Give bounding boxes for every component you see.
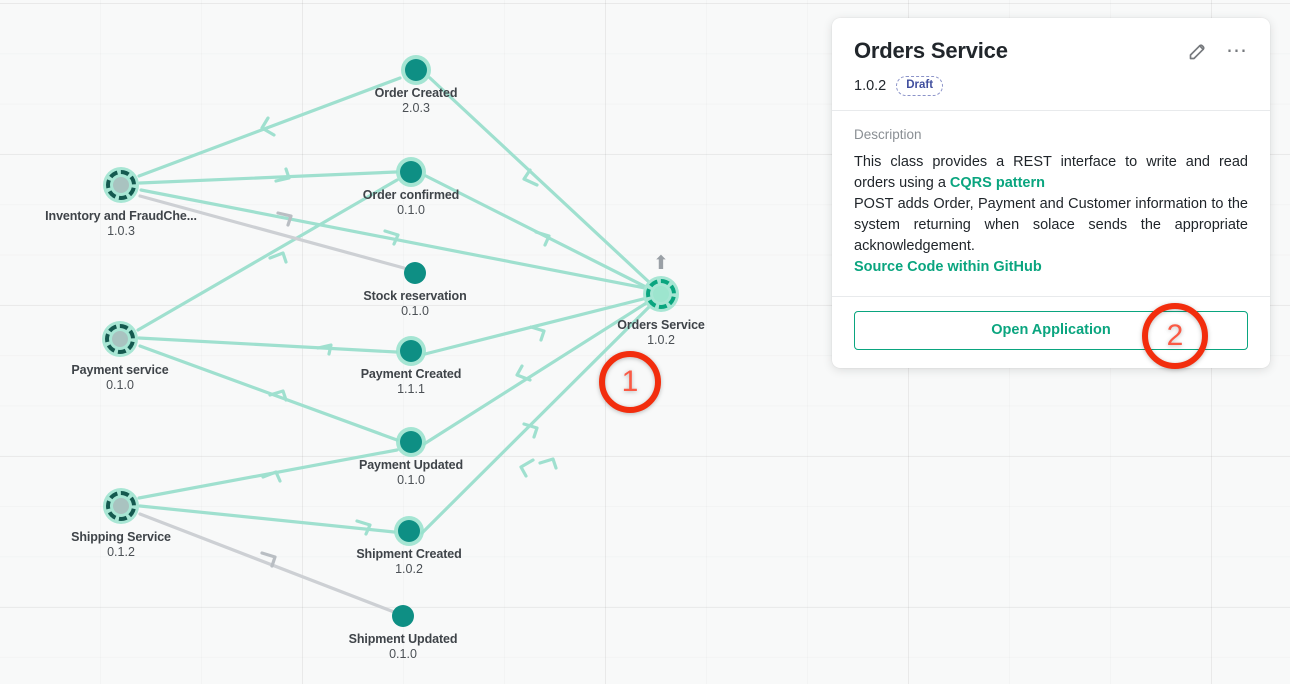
ellipsis-glyph: ⋯ xyxy=(1226,39,1248,62)
event-node-icon xyxy=(405,59,427,81)
status-badge: Draft xyxy=(896,76,944,96)
node-label: Payment Updated xyxy=(358,458,464,472)
node-label: Orders Service xyxy=(617,318,705,332)
dashed-ring-icon xyxy=(106,491,136,521)
graph-node-payment-created[interactable]: Payment Created 1.1.1 xyxy=(361,340,461,396)
panel-version-row: 1.0.2 Draft xyxy=(854,76,1248,96)
graph-node-order-confirmed[interactable]: Order confirmed 0.1.0 xyxy=(363,161,459,217)
node-version: 0.1.0 xyxy=(401,304,429,318)
node-version: 1.0.2 xyxy=(395,562,423,576)
dashed-ring-icon xyxy=(105,324,135,354)
event-node-icon xyxy=(400,161,422,183)
panel-description-section: Description This class provides a REST i… xyxy=(832,111,1270,297)
node-version: 1.0.3 xyxy=(107,224,135,238)
node-label: Order Created xyxy=(374,86,458,100)
graph-node-inventory[interactable]: Inventory and FraudChe... 1.0.3 xyxy=(45,167,197,238)
pencil-icon[interactable] xyxy=(1186,40,1208,62)
description-paragraph-2: POST adds Order, Payment and Customer in… xyxy=(854,196,1248,254)
node-version: 0.1.0 xyxy=(397,473,425,487)
node-version: 2.0.3 xyxy=(402,101,430,115)
node-version: 1.0.2 xyxy=(647,333,675,347)
application-node-icon-selected xyxy=(643,276,679,312)
application-details-panel: Orders Service ⋯ 1.0.2 Draft xyxy=(832,18,1270,368)
node-version: 0.1.0 xyxy=(397,203,425,217)
graph-node-order-created[interactable]: Order Created 2.0.3 xyxy=(375,59,457,115)
annotation-marker-2: 2 xyxy=(1142,303,1208,369)
node-label: Stock reservation xyxy=(363,289,467,303)
event-node-icon xyxy=(404,262,426,284)
node-label: Inventory and FraudChe... xyxy=(45,209,197,223)
panel-actions: ⋯ xyxy=(1186,40,1248,62)
event-node-icon xyxy=(392,605,414,627)
dashed-ring-icon xyxy=(106,170,136,200)
graph-node-shipment-updated[interactable]: Shipment Updated 0.1.0 xyxy=(349,605,458,661)
event-node-icon xyxy=(398,520,420,542)
node-version: 1.1.1 xyxy=(397,382,425,396)
graph-node-stock-reservation[interactable]: Stock reservation 0.1.0 xyxy=(363,262,467,318)
event-node-icon xyxy=(400,340,422,362)
application-node-icon xyxy=(102,321,138,357)
panel-title-row: Orders Service ⋯ xyxy=(854,38,1248,64)
node-label: Shipment Created xyxy=(356,547,462,561)
graph-node-orders-service[interactable]: ⬆ Orders Service 1.0.2 xyxy=(617,254,705,347)
annotation-number: 2 xyxy=(1166,319,1184,352)
event-node-icon xyxy=(400,431,422,453)
graph-node-shipment-created[interactable]: Shipment Created 1.0.2 xyxy=(356,520,462,576)
description-text: This class provides a REST interface to … xyxy=(854,152,1248,278)
annotation-marker-1: 1 xyxy=(599,351,661,413)
ellipsis-icon[interactable]: ⋯ xyxy=(1226,40,1248,62)
panel-header: Orders Service ⋯ 1.0.2 Draft xyxy=(832,18,1270,111)
application-node-icon xyxy=(103,488,139,524)
graph-node-payment-service[interactable]: Payment service 0.1.0 xyxy=(71,321,169,392)
description-line1-pre: This class provides a REST interface to … xyxy=(854,154,1248,191)
node-label: Payment service xyxy=(71,363,169,377)
inner-disc-icon xyxy=(113,498,129,514)
source-code-link[interactable]: Source Code within GitHub xyxy=(854,259,1042,275)
inner-disc-icon xyxy=(113,177,129,193)
node-version: 0.1.0 xyxy=(389,647,417,661)
cqrs-pattern-link[interactable]: CQRS pattern xyxy=(949,175,1045,191)
node-label: Payment Created xyxy=(360,367,462,381)
page-title: Orders Service xyxy=(854,38,1008,63)
description-label: Description xyxy=(854,127,922,142)
node-version: 0.1.2 xyxy=(107,545,135,559)
dashed-ring-icon xyxy=(646,279,676,309)
application-node-icon xyxy=(103,167,139,203)
node-version: 0.1.0 xyxy=(106,378,134,392)
description-paragraph-1: This class provides a REST interface to … xyxy=(854,152,1248,194)
collapse-arrow-icon[interactable]: ⬆ xyxy=(653,253,669,274)
annotation-number: 1 xyxy=(621,365,639,398)
inner-disc-icon xyxy=(112,331,128,347)
node-label: Shipment Updated xyxy=(348,632,458,646)
node-label: Order confirmed xyxy=(362,188,460,202)
node-label: Shipping Service xyxy=(71,530,171,544)
graph-node-shipping-service[interactable]: Shipping Service 0.1.2 xyxy=(71,488,171,559)
inner-disc-icon xyxy=(653,286,669,302)
graph-node-payment-updated[interactable]: Payment Updated 0.1.0 xyxy=(359,431,463,487)
version-label: 1.0.2 xyxy=(854,78,887,94)
